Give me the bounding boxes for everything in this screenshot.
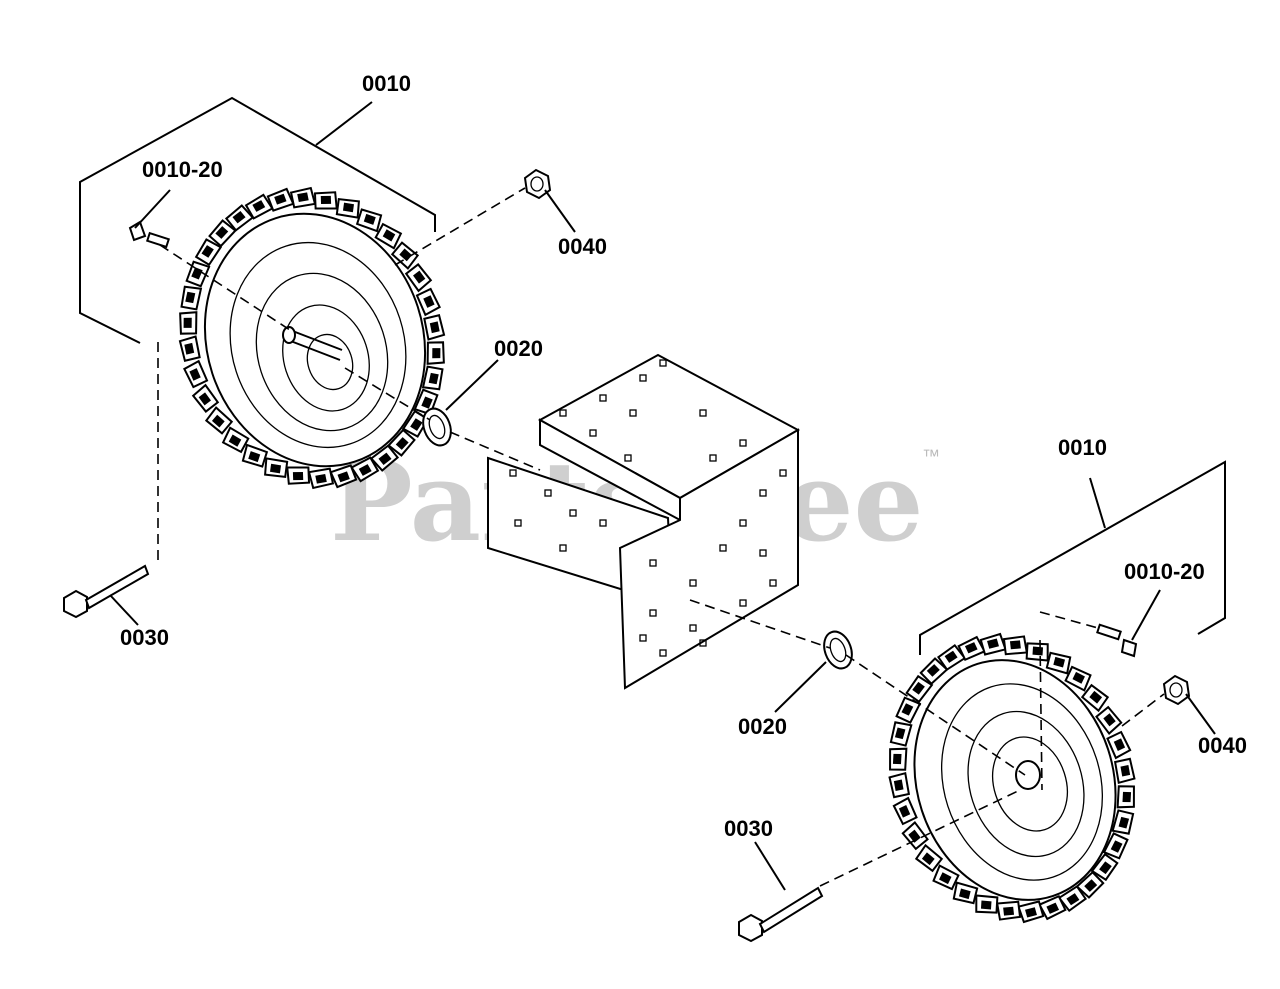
housing-hole — [569, 509, 577, 517]
housing-hole — [559, 409, 567, 417]
tread-lug — [266, 187, 295, 213]
callout-right-bolt[interactable]: 0030 — [724, 816, 773, 841]
tread-lug — [887, 718, 915, 749]
tread-lug — [307, 467, 335, 490]
leader-lines — [109, 189, 1216, 891]
housing-hole — [599, 394, 607, 402]
housing-hole — [689, 624, 697, 632]
right-bolt[interactable] — [738, 886, 824, 943]
left-assembly-bracket — [79, 96, 436, 344]
left-wheel[interactable] — [173, 185, 458, 495]
housing-hole — [719, 544, 727, 552]
housing-hole — [699, 409, 707, 417]
housing-hole — [759, 489, 767, 497]
left-bolt[interactable] — [63, 564, 150, 619]
tread-lug — [424, 339, 448, 367]
housing-hole — [639, 634, 647, 642]
housing-hole — [769, 579, 777, 587]
tread-lug — [891, 796, 919, 826]
housing-hole — [514, 519, 522, 527]
housing-hole — [509, 469, 517, 477]
housing-hole — [659, 359, 667, 367]
housing-hole — [544, 489, 552, 497]
housing-hole — [624, 454, 632, 462]
housing-hole — [739, 439, 747, 447]
tread-lug — [1114, 783, 1138, 811]
tread-lug — [979, 632, 1007, 656]
tread-lug — [177, 282, 204, 313]
housing-hole — [739, 519, 747, 527]
tread-lug — [950, 879, 981, 907]
housing-hole — [629, 409, 637, 417]
tread-lug — [1002, 635, 1029, 656]
callout-right-nut[interactable]: 0040 — [1198, 733, 1247, 758]
tread-lug — [972, 892, 1001, 917]
housing-hole — [659, 649, 667, 657]
housing-hole — [739, 599, 747, 607]
callout-right-valve-stem[interactable]: 0010-20 — [1124, 559, 1205, 584]
watermark-trademark: ™ — [922, 446, 940, 466]
housing-hole — [649, 609, 657, 617]
tread-lug — [1023, 639, 1052, 664]
callout-right-bearing[interactable]: 0020 — [738, 714, 787, 739]
housing-hole — [779, 469, 787, 477]
callout-left-nut[interactable]: 0040 — [558, 234, 607, 259]
housing-hole — [599, 519, 607, 527]
left-valve-stem[interactable] — [128, 220, 171, 249]
housing-hole — [699, 639, 707, 647]
housing-hole — [639, 374, 647, 382]
tread-lug — [1017, 900, 1045, 924]
housing-hole — [689, 579, 697, 587]
tread-lug — [886, 745, 910, 773]
tread-lug — [423, 313, 446, 341]
tread-lug — [888, 772, 911, 799]
tread-lug — [312, 189, 340, 212]
callout-right-wheel-assembly[interactable]: 0010 — [1058, 435, 1107, 460]
right-valve-stem[interactable] — [1096, 623, 1138, 658]
tread-lug — [1113, 757, 1136, 784]
callout-left-wheel-assembly[interactable]: 0010 — [362, 71, 411, 96]
tread-lug — [289, 186, 317, 209]
housing-hole — [649, 559, 657, 567]
right-nut[interactable] — [1162, 674, 1191, 706]
tread-lug — [333, 195, 363, 221]
tread-lug — [261, 455, 291, 481]
assembly-centerlines — [157, 187, 1165, 887]
housing-hole — [759, 549, 767, 557]
right-wheel[interactable] — [884, 632, 1146, 927]
right-bearing[interactable] — [819, 628, 856, 673]
callout-left-bearing[interactable]: 0020 — [494, 336, 543, 361]
tread-lug — [1043, 649, 1074, 677]
left-bearing[interactable] — [418, 405, 455, 450]
housing-hole — [559, 544, 567, 552]
housing-hole — [709, 454, 717, 462]
tread-lug — [995, 900, 1022, 921]
right-assembly-bracket — [919, 460, 1226, 655]
tread-lug — [176, 309, 200, 337]
callout-left-bolt[interactable]: 0030 — [120, 625, 169, 650]
housing-frame[interactable] — [487, 353, 801, 690]
tread-lug — [178, 335, 201, 363]
housing-hole — [589, 429, 597, 437]
tread-lug — [284, 464, 312, 487]
callout-left-valve-stem[interactable]: 0010-20 — [142, 157, 223, 182]
left-nut[interactable] — [523, 168, 552, 200]
tread-lug — [182, 359, 209, 389]
